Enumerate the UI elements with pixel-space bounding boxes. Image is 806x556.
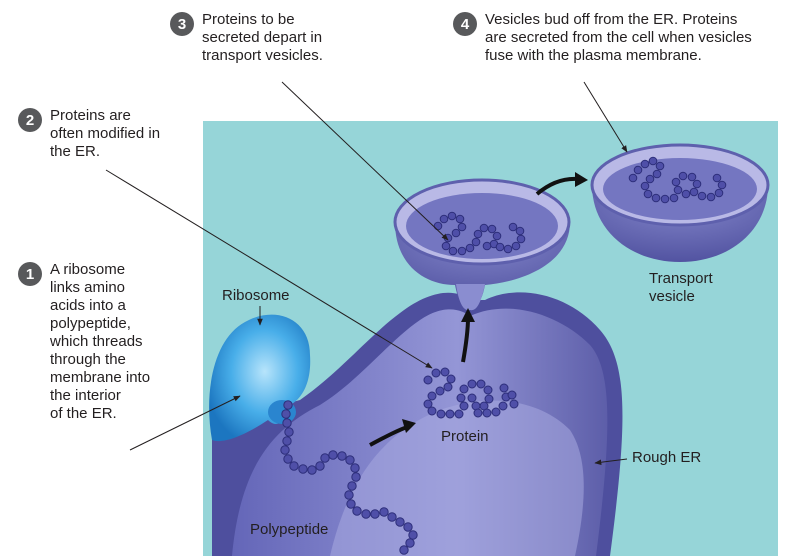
step-3-text: Proteins to be secreted depart in transp…: [202, 11, 323, 65]
arrow-bud-to-transport-head: [575, 172, 588, 187]
step-2-text: Proteins are often modified in the ER.: [50, 107, 160, 161]
step-3-callout: 3 Proteins to be secreted depart in tran…: [170, 11, 323, 65]
step-4-callout: 4 Vesicles bud off from the ER. Proteins…: [453, 11, 752, 65]
rough-er-label: Rough ER: [632, 449, 701, 467]
ribosome-label: Ribosome: [222, 287, 290, 305]
step-1-text: A ribosome links amino acids into a poly…: [50, 261, 150, 423]
step-3-badge: 3: [170, 12, 194, 36]
step-4-badge: 4: [453, 12, 477, 36]
polypeptide-label: Polypeptide: [250, 521, 328, 539]
leader-step-3: [282, 82, 448, 240]
leader-step-4: [584, 82, 627, 152]
step-2-badge: 2: [18, 108, 42, 132]
step-2-callout: 2 Proteins are often modified in the ER.: [18, 107, 160, 161]
step-1-badge: 1: [18, 262, 42, 286]
transport-vesicle-label: Transport vesicle: [649, 270, 713, 306]
step-1-callout: 1 A ribosome links amino acids into a po…: [18, 261, 150, 423]
protein-label: Protein: [441, 428, 489, 446]
step-4-text: Vesicles bud off from the ER. Proteins a…: [485, 11, 752, 65]
